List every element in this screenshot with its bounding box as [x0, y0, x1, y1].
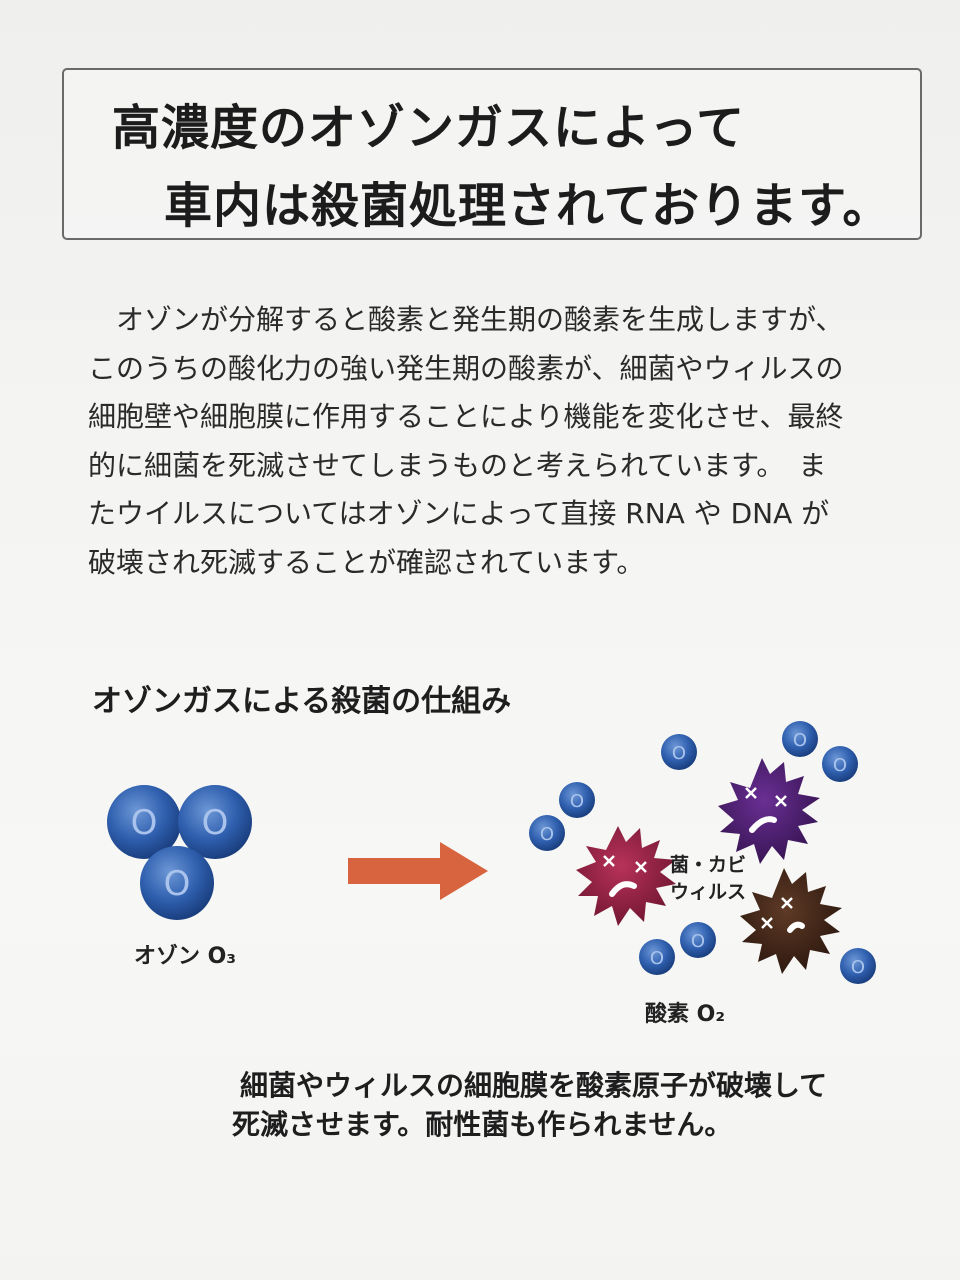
svg-text:O: O — [131, 803, 158, 843]
oxygen-atom: O — [782, 721, 818, 757]
microbe-brown-icon — [740, 868, 842, 974]
svg-text:O: O — [164, 864, 191, 904]
svg-text:O: O — [851, 957, 865, 978]
ozone-molecule: O O O — [107, 785, 252, 920]
paragraph-line: 細胞壁や細胞膜に作用することにより機能を変化させ、最終 — [88, 400, 844, 433]
paragraph-line: 的に細菌を死滅させてしまうものと考えられています。 ま — [88, 448, 827, 482]
paragraph-line: たウイルスについてはオゾンによって直接 RNA や DNA が — [88, 497, 830, 530]
conclusion-line-1: 細菌やウィルスの細胞膜を酸素原子が破壊して — [240, 1069, 828, 1102]
title-line-2: 車内は殺菌処理されております。 — [164, 178, 892, 234]
svg-text:O: O — [793, 730, 807, 751]
ozone-label: オゾン O₃ — [134, 944, 236, 969]
arrow-right-icon — [348, 842, 488, 900]
ozone-atom: O — [107, 785, 181, 859]
svg-text:O: O — [202, 803, 229, 843]
oxygen-atom: O — [840, 948, 876, 984]
microbe-label: 菌・カビ ウィルス — [670, 852, 746, 906]
ozone-atom: O — [140, 846, 214, 920]
sterilization-diagram: O O O — [107, 721, 876, 984]
oxygen-atom: O — [559, 782, 595, 818]
svg-text:O: O — [691, 931, 705, 952]
explanation-paragraph: オゾンが分解すると酸素と発生期の酸素を生成しますが、 このうちの酸化力の強い発生… — [88, 296, 908, 587]
svg-text:O: O — [540, 824, 554, 845]
oxygen-atom: O — [822, 746, 858, 782]
paragraph-line: オゾンが分解すると酸素と発生期の酸素を生成しますが、 — [88, 303, 844, 336]
ozone-atom: O — [178, 785, 252, 859]
microbe-label-line-2: ウィルス — [670, 881, 747, 903]
microbe-label-line-1: 菌・カビ — [670, 854, 747, 876]
svg-text:O: O — [833, 755, 847, 776]
conclusion-line-2: 死滅させます。耐性菌も作られません。 — [232, 1108, 733, 1141]
oxygen-atom: O — [529, 815, 565, 851]
svg-text:O: O — [570, 791, 584, 812]
title-box: 高濃度のオゾンガスによって 車内は殺菌処理されております。 — [62, 68, 922, 240]
section-heading: オゾンガスによる殺菌の仕組み — [92, 684, 512, 719]
oxygen-atom: O — [639, 939, 675, 975]
conclusion-text: 細菌やウィルスの細胞膜を酸素原子が破壊して 死滅させます。耐性菌も作られません。 — [232, 1066, 827, 1144]
paragraph-line: 破壊され死滅することが確認されています。 — [88, 545, 645, 579]
svg-text:O: O — [672, 743, 686, 764]
microbe-purple-icon — [718, 758, 820, 864]
oxygen-atom: O — [661, 734, 697, 770]
microbe-red-icon — [576, 826, 676, 926]
svg-text:O: O — [650, 948, 664, 969]
title-line-1: 高濃度のオゾンガスによって — [112, 100, 746, 156]
oxygen-label: 酸素 O₂ — [645, 1002, 725, 1027]
oxygen-atom: O — [680, 922, 716, 958]
paragraph-line: このうちの酸化力の強い発生期の酸素が、細菌やウィルスの — [88, 351, 844, 385]
